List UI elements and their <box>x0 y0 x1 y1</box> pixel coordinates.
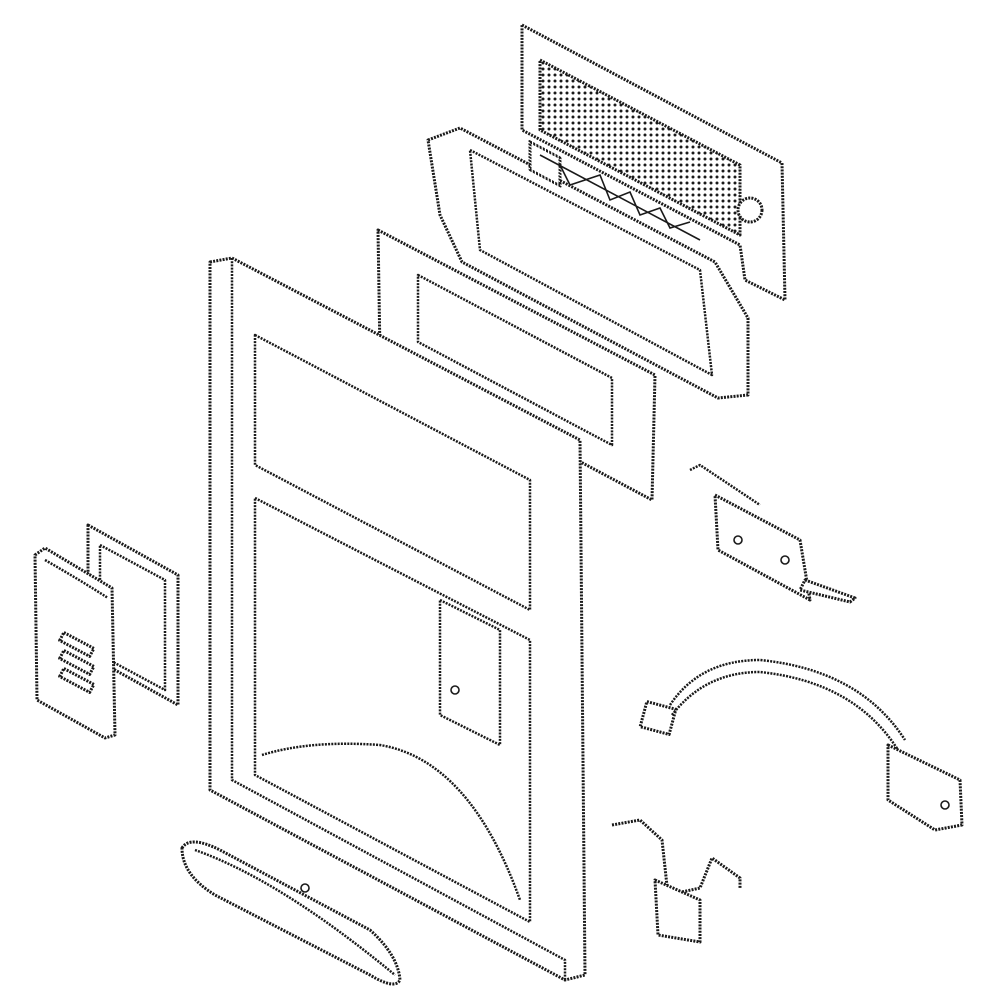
dispenser-display-module <box>520 23 787 302</box>
gasket <box>376 228 657 502</box>
dispenser-front-frame <box>208 256 587 982</box>
control-board <box>426 126 750 400</box>
dispenser-paddle <box>180 840 402 986</box>
side-cover <box>33 546 117 740</box>
wire-harness <box>638 658 964 832</box>
micro-switch <box>689 463 857 604</box>
actuator-bracket <box>611 818 742 944</box>
